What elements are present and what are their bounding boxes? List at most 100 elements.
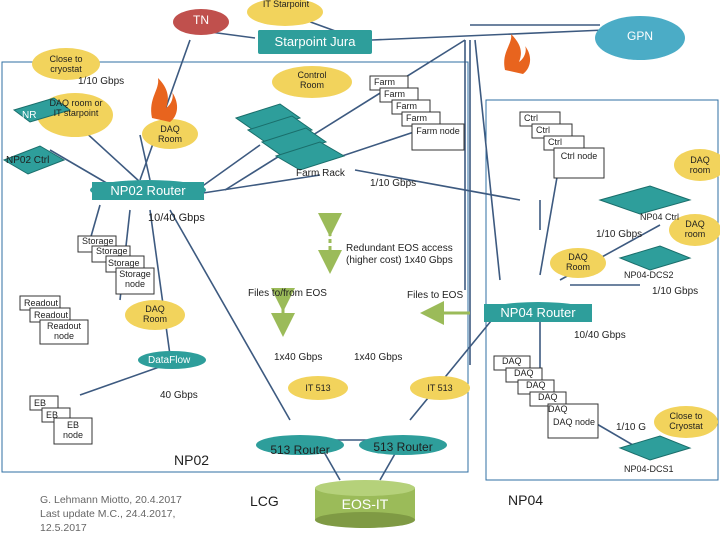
farm-rack-label: Farm Rack [296,168,345,179]
np04-daq-1: DAQ [502,356,522,366]
link-1x40-right: 1x40 Gbps [354,352,403,363]
farm-4: Farm [406,113,427,123]
daq-room-mid-cloud-np02 [125,300,185,330]
switch-icon-np04-ctrl [598,185,692,215]
gpn-cloud [595,16,685,60]
storage-2: Storage [96,246,128,256]
files-to-from-eos: Files to/from EOS [248,288,327,299]
gpn-label: GPN [626,29,653,43]
np04-ctrl-3: Ctrl [548,137,562,147]
storage-3: Storage [108,258,140,268]
it513-right: IT 513 [427,383,453,393]
clouds [32,0,720,438]
node-stacks [19,75,605,445]
np02-link-10-40: 10/40 Gbps [148,212,205,224]
firewalls [151,34,531,122]
lcg-label: LCG [250,493,279,509]
close-to-cryostat-cloud-np02 [32,48,100,80]
np02-router-label: NP02 Router [92,182,204,200]
farm-node: Farm node [416,126,460,136]
readout-1: Readout [24,298,59,308]
it-starpoint-label: IT Starpoint [262,0,310,9]
close-to-cryostat-np02: Close to cryostat [49,54,83,75]
firewall-icon-top [504,34,531,74]
np04-daq-3: DAQ [526,380,546,390]
eb-2: EB [46,410,59,420]
switches [2,97,692,461]
np02-link-1-10: 1/10 Gbps [78,76,125,87]
author-line-3: 12.5.2017 [40,522,87,535]
daq-room-np04-cloud-3 [550,248,606,278]
np04-daq-2: DAQ [514,368,534,378]
dataflow-router-icon [138,351,206,369]
np02-link-40: 40 Gbps [160,390,198,401]
np04-ctrl-1: Ctrl [524,113,538,123]
np04-daq-4: DAQ [538,392,558,402]
switch-icon-np04-dcs1 [618,435,692,461]
np04-daq-room-left: DAQ Room [565,252,590,273]
eos-arrows [271,213,470,337]
np02-label: NP02 [174,452,210,468]
eos-it-label: EOS-IT [341,496,389,512]
np04-ctrl-2: Ctrl [536,125,550,135]
it513-left: IT 513 [305,383,331,393]
router-513-right-icon [359,435,447,455]
daq-room-or-it-starpoint: DAQ room or IT starpoint [49,98,103,119]
np02-group-outline [1,61,469,473]
switch-icon-np02-ctrl [2,145,66,175]
switch-icon-nr [12,97,72,123]
author-block: G. Lehmann Miotto, 20.4.2017 Last update… [40,493,182,536]
author-line-2: Last update M.C., 24.4.2017, [40,508,176,521]
np04-link-1-10-bottom: 1/10 G [616,422,647,433]
tn-label: TN [193,13,209,27]
storage-node: Storage node [119,269,151,290]
np02-daq-room-top: DAQ Room [157,124,182,145]
np04-ctrl-label: NP04 Ctrl [640,212,680,222]
daq-room-np04-cloud-1 [674,149,720,181]
switch-icon-farm-3 [260,127,328,157]
close-to-cryostat-cloud-np04 [654,406,718,438]
dataflow-label: DataFlow [148,355,191,366]
np02-daq-room-mid: DAQ Room [142,304,167,325]
switch-icon-np04-dcs2 [618,245,692,271]
np04-daq-room-right: DAQ room [684,219,706,240]
np04-link-10-40: 10/40 Gbps [574,330,626,341]
np04-dcs1-label: NP04-DCS1 [624,464,674,474]
switch-icon-farm-rack [274,141,346,171]
it-starpoint-cloud [247,0,323,26]
close-to-cryostat-np04: Close to Cryostat [669,411,703,432]
farm-1: Farm [374,77,395,87]
eb-node: EB node [62,420,84,441]
starpoint-jura-label: Starpoint Jura [258,30,372,54]
redundant-eos-access: Redundant EOS access (higher cost) 1x40 … [346,243,453,266]
eos-it-storage [315,480,415,528]
np04-link-1-10-dcs2: 1/10 Gbps [652,286,699,297]
control-room-label: Control Room [297,70,327,91]
nr-label: NR [22,110,37,121]
np04-daq-room-top: DAQ room [689,155,711,176]
files-to-eos: Files to EOS [407,290,464,301]
router-513-left-icon [256,435,344,455]
np02-ctrl-label: NP02 Ctrl [6,155,50,166]
link-1x40-left: 1x40 Gbps [274,352,323,363]
daq-room-top-cloud-np02 [142,119,198,149]
author-line-1: G. Lehmann Miotto, 20.4.2017 [40,494,182,506]
np04-router-label: NP04 Router [484,304,592,322]
readout-node: Readout node [46,321,82,342]
farm-link: 1/10 Gbps [370,178,417,189]
storage-1: Storage [82,236,114,246]
farm-3: Farm [396,101,417,111]
it513-cloud-left [288,376,348,400]
switch-icon-farm-1 [234,103,302,133]
farm-2: Farm [384,89,405,99]
eb-1: EB [34,398,47,408]
np04-daq-5: DAQ [548,404,568,414]
router-513-left-label: 513 Router [270,443,330,457]
np04-link-1-10-top: 1/10 Gbps [596,229,643,240]
np04-label: NP04 [508,492,544,508]
firewall-icon-np02 [151,78,178,122]
daq-room-np04-cloud-2 [669,214,720,246]
np04-ctrl-node: Ctrl node [560,151,598,161]
readout-2: Readout [34,310,69,320]
